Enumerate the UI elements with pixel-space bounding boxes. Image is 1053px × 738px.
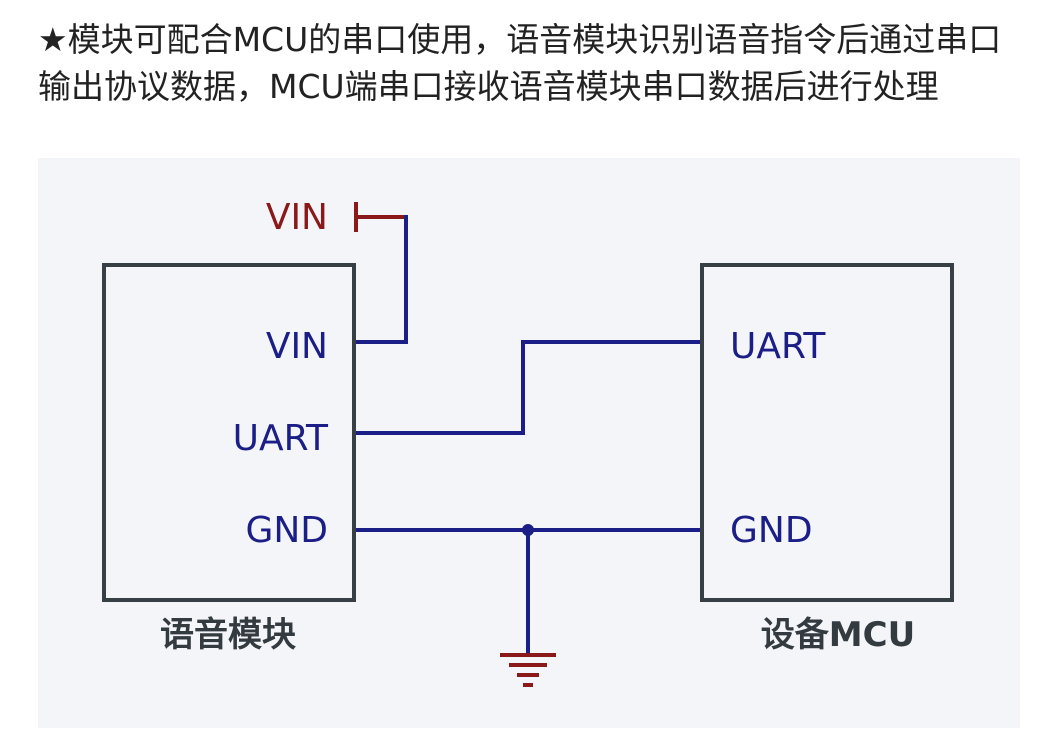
vin-wire xyxy=(356,215,408,344)
voice-module-pin-vin: VIN xyxy=(266,326,328,367)
wiring-diagram-panel: VIN UART GND 语音模块 UART GND 设备MCU VIN xyxy=(38,158,1020,728)
mcu-pin-gnd: GND xyxy=(730,510,813,551)
ground-symbol-icon xyxy=(500,653,556,687)
mcu-caption: 设备MCU xyxy=(761,615,915,655)
voice-module-pin-uart: UART xyxy=(233,418,329,459)
wiring-diagram: VIN UART GND 语音模块 UART GND 设备MCU VIN xyxy=(102,197,954,687)
mcu-pin-uart: UART xyxy=(730,326,826,367)
voice-module-caption: 语音模块 xyxy=(160,615,296,655)
intro-text: ★模块可配合MCU的串口使用，语音模块识别语音指令后通过串口输出协议数据，MCU… xyxy=(38,20,1002,106)
mcu-block xyxy=(700,263,954,602)
supply-vin-label: VIN xyxy=(266,197,328,238)
voice-module-pin-gnd: GND xyxy=(245,510,328,551)
uart-wire xyxy=(356,340,700,435)
voice-module-block xyxy=(102,263,356,602)
